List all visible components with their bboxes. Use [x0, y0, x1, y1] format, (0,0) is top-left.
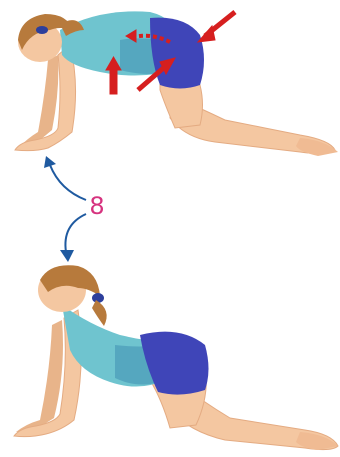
cow-far-arm — [16, 320, 63, 432]
hair-tie — [36, 26, 48, 34]
cat-pose-figure — [15, 11, 338, 156]
cow-shorts — [140, 332, 209, 395]
cow-ponytail — [92, 300, 107, 326]
step-pointers — [44, 156, 86, 262]
cat-shorts — [150, 18, 204, 89]
cow-pose-figure — [14, 265, 338, 450]
step-number: 8 — [82, 190, 112, 222]
pointer-to-top-icon — [50, 165, 86, 200]
